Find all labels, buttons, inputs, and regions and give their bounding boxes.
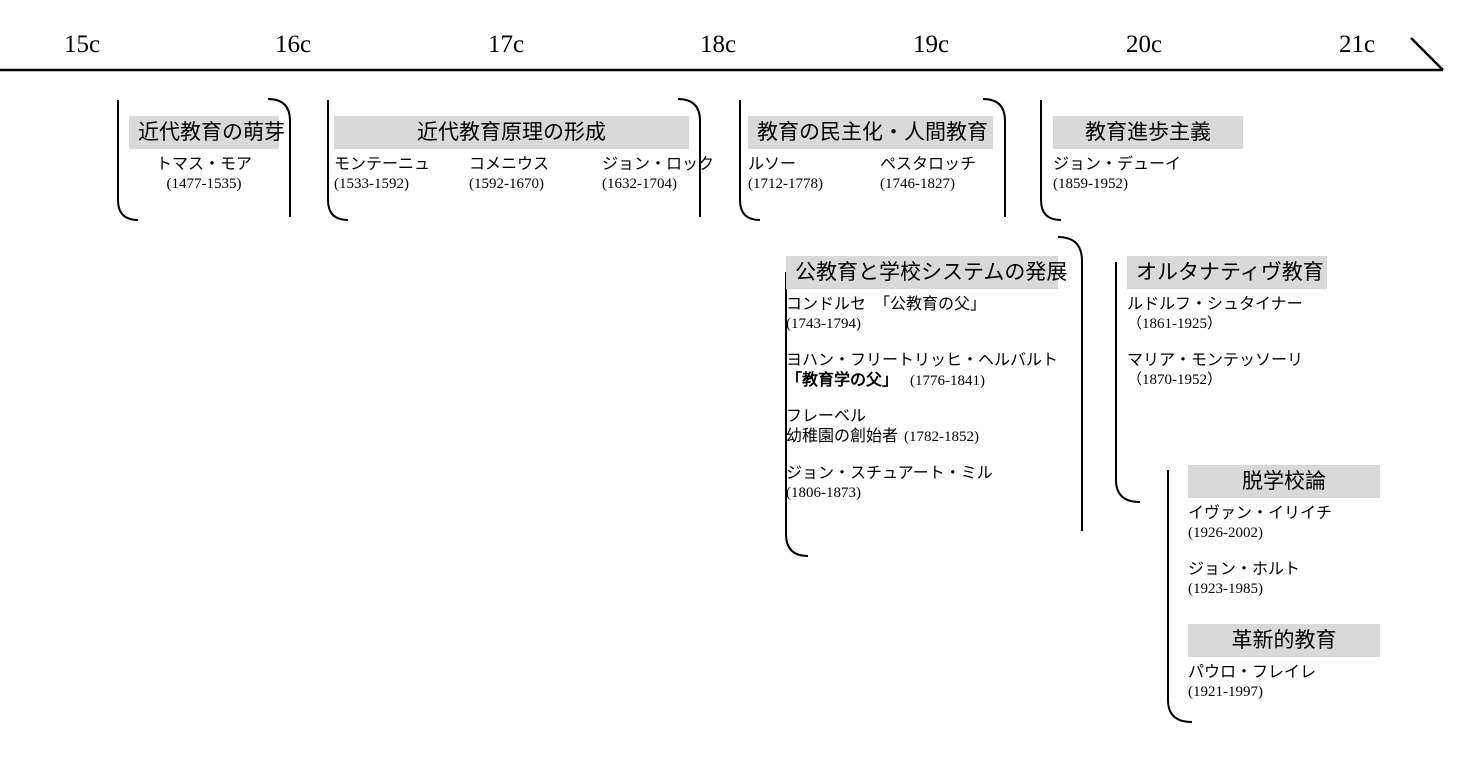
group-title-deschooling: 脱学校論 (1188, 465, 1380, 499)
entry-name: パウロ・フレイレ (1188, 664, 1317, 682)
entry-john-locke: ジョン・ロック (1632-1704) (602, 155, 732, 195)
entry-name: ルソー (748, 156, 797, 174)
group-alternative-education: オルタナティヴ教育 ルドルフ・シュタイナー （1861-1925） マリア・モン… (1127, 256, 1327, 394)
entry-comenius: コメニウス (1592-1670) (469, 155, 602, 195)
entry-name: ジョン・デューイ (1053, 156, 1182, 174)
entry-epithet: 「教育学の父」 (786, 371, 899, 389)
group-democratization: 教育の民主化・人間教育 ルソー (1712-1778) ペスタロッチ (1746… (748, 116, 1000, 199)
group-title-democratization: 教育の民主化・人間教育 (748, 116, 993, 150)
entry-dates: （1861-1925） (1127, 316, 1222, 333)
entry-column: モンテーニュ (1533-1592) (334, 155, 469, 199)
group-progressive-education: 教育進歩主義 ジョン・デューイ (1859-1952) (1053, 116, 1243, 199)
entry-column: ペスタロッチ (1746-1827) (880, 155, 1000, 199)
entry-maria-montessori: マリア・モンテッソーリ （1870-1952） (1127, 351, 1327, 391)
entry-dates: (1859-1952) (1053, 176, 1128, 193)
entry-name: ジョン・スチュアート・ミル (786, 464, 993, 482)
entry-dates: (1926-2002) (1188, 525, 1263, 542)
entry-column: コメニウス (1592-1670) (469, 155, 602, 199)
century-tick-17c: 17c (487, 31, 525, 58)
entry-subline: 幼稚園の創始者 (1782-1852) (786, 427, 1058, 448)
entry-john-stuart-mill: ジョン・スチュアート・ミル (1806-1873) (786, 464, 1058, 504)
entry-column: ルソー (1712-1778) (748, 155, 880, 199)
group-entries-public-education: コンドルセ 「公教育の父」 (1743-1794) ヨハン・フリートリッヒ・ヘル… (786, 295, 1058, 503)
group-entries-democratization: ルソー (1712-1778) ペスタロッチ (1746-1827) (748, 155, 1000, 199)
entry-column: ジョン・ロック (1632-1704) (602, 155, 732, 199)
entry-dates: (1743-1794) (786, 316, 861, 333)
group-entries-critical-pedagogy: パウロ・フレイレ (1921-1997) (1188, 663, 1380, 703)
entry-montaigne: モンテーニュ (1533-1592) (334, 155, 469, 195)
entry-name: ペスタロッチ (880, 156, 977, 174)
entry-name: トマス・モア (155, 156, 252, 174)
group-title-dawn: 近代教育の萌芽 (129, 116, 285, 150)
entry-dates: (1632-1704) (602, 176, 677, 193)
entry-dates: (1592-1670) (469, 176, 544, 193)
entry-name: フレーベル (786, 408, 867, 426)
entry-ivan-illich: イヴァン・イリイチ (1926-2002) (1188, 504, 1380, 544)
century-tick-20c: 20c (1125, 31, 1163, 58)
timeline-arrow-head (1410, 37, 1444, 71)
entry-john-dewey: ジョン・デューイ (1859-1952) (1053, 155, 1243, 195)
group-title-principles: 近代教育原理の形成 (334, 116, 689, 150)
group-dawn-of-modern-education: 近代教育の萌芽 トマス・モア (1477-1535) (129, 116, 285, 199)
entry-thomas-more: トマス・モア (1477-1535) (129, 155, 279, 195)
entry-column: ジョン・デューイ (1859-1952) (1053, 155, 1243, 199)
group-deschooling: 脱学校論 イヴァン・イリイチ (1926-2002) ジョン・ホルト (1923… (1188, 465, 1380, 603)
entry-subline: 「教育学の父」 (1776-1841) (786, 371, 1058, 392)
entry-dates: (1477-1535) (166, 176, 242, 193)
group-entries-alternative: ルドルフ・シュタイナー （1861-1925） マリア・モンテッソーリ （187… (1127, 295, 1327, 390)
century-tick-16c: 16c (274, 31, 312, 58)
century-tick-18c: 18c (699, 31, 737, 58)
entry-froebel: フレーベル 幼稚園の創始者 (1782-1852) (786, 407, 1058, 448)
entry-name: モンテーニュ (334, 156, 431, 174)
group-critical-pedagogy: 革新的教育 パウロ・フレイレ (1921-1997) (1188, 624, 1380, 707)
entry-condorcet: コンドルセ 「公教育の父」 (1743-1794) (786, 295, 1058, 335)
group-public-education-systems: 公教育と学校システムの発展 コンドルセ 「公教育の父」 (1743-1794) … (786, 256, 1067, 507)
entry-dates: (1533-1592) (334, 176, 409, 193)
entry-epithet: 幼稚園の創始者 (786, 428, 899, 446)
entry-column: トマス・モア (1477-1535) (129, 155, 279, 199)
entry-name: コンドルセ 「公教育の父」 (786, 296, 987, 314)
entry-name: イヴァン・イリイチ (1188, 505, 1333, 523)
entry-dates: (1746-1827) (880, 176, 955, 193)
century-tick-19c: 19c (912, 31, 950, 58)
entry-name: コメニウス (469, 156, 550, 174)
entry-name: マリア・モンテッソーリ (1127, 351, 1304, 369)
century-tick-15c: 15c (63, 31, 101, 58)
entry-dates: (1921-1997) (1188, 684, 1263, 701)
entry-dates: (1806-1873) (786, 484, 861, 501)
entry-john-holt: ジョン・ホルト (1923-1985) (1188, 560, 1380, 600)
entry-dates: (1923-1985) (1188, 580, 1263, 597)
century-tick-21c: 21c (1338, 31, 1376, 58)
entry-dates: (1782-1852) (904, 429, 980, 446)
entry-name: ジョン・ロック (602, 156, 715, 174)
group-title-alternative: オルタナティヴ教育 (1127, 256, 1327, 290)
group-entries-principles: モンテーニュ (1533-1592) コメニウス (1592-1670) ジョン… (334, 155, 732, 199)
entry-rudolf-steiner: ルドルフ・シュタイナー （1861-1925） (1127, 295, 1327, 335)
group-entries-progressive: ジョン・デューイ (1859-1952) (1053, 155, 1243, 199)
group-title-critical-pedagogy: 革新的教育 (1188, 624, 1380, 658)
entry-dates: (1776-1841) (910, 372, 986, 389)
entry-rousseau: ルソー (1712-1778) (748, 155, 880, 195)
entry-herbart: ヨハン・フリートリッヒ・ヘルバルト 「教育学の父」 (1776-1841) (786, 351, 1058, 392)
entry-dates: (1712-1778) (748, 176, 823, 193)
entry-paulo-freire: パウロ・フレイレ (1921-1997) (1188, 663, 1380, 703)
timeline-axis (0, 37, 1444, 72)
group-title-progressive: 教育進歩主義 (1053, 116, 1243, 150)
group-entries-dawn: トマス・モア (1477-1535) (129, 155, 279, 199)
entry-pestalozzi: ペスタロッチ (1746-1827) (880, 155, 1000, 195)
group-entries-deschooling: イヴァン・イリイチ (1926-2002) ジョン・ホルト (1923-1985… (1188, 504, 1380, 599)
group-formation-of-principles: 近代教育原理の形成 モンテーニュ (1533-1592) コメニウス (1592… (334, 116, 732, 199)
entry-name: ルドルフ・シュタイナー (1127, 296, 1303, 314)
group-title-public-education: 公教育と学校システムの発展 (786, 256, 1067, 290)
entry-dates: （1870-1952） (1127, 371, 1222, 388)
entry-name: ヨハン・フリートリッヒ・ヘルバルト (786, 351, 1059, 369)
entry-name: ジョン・ホルト (1188, 560, 1301, 578)
